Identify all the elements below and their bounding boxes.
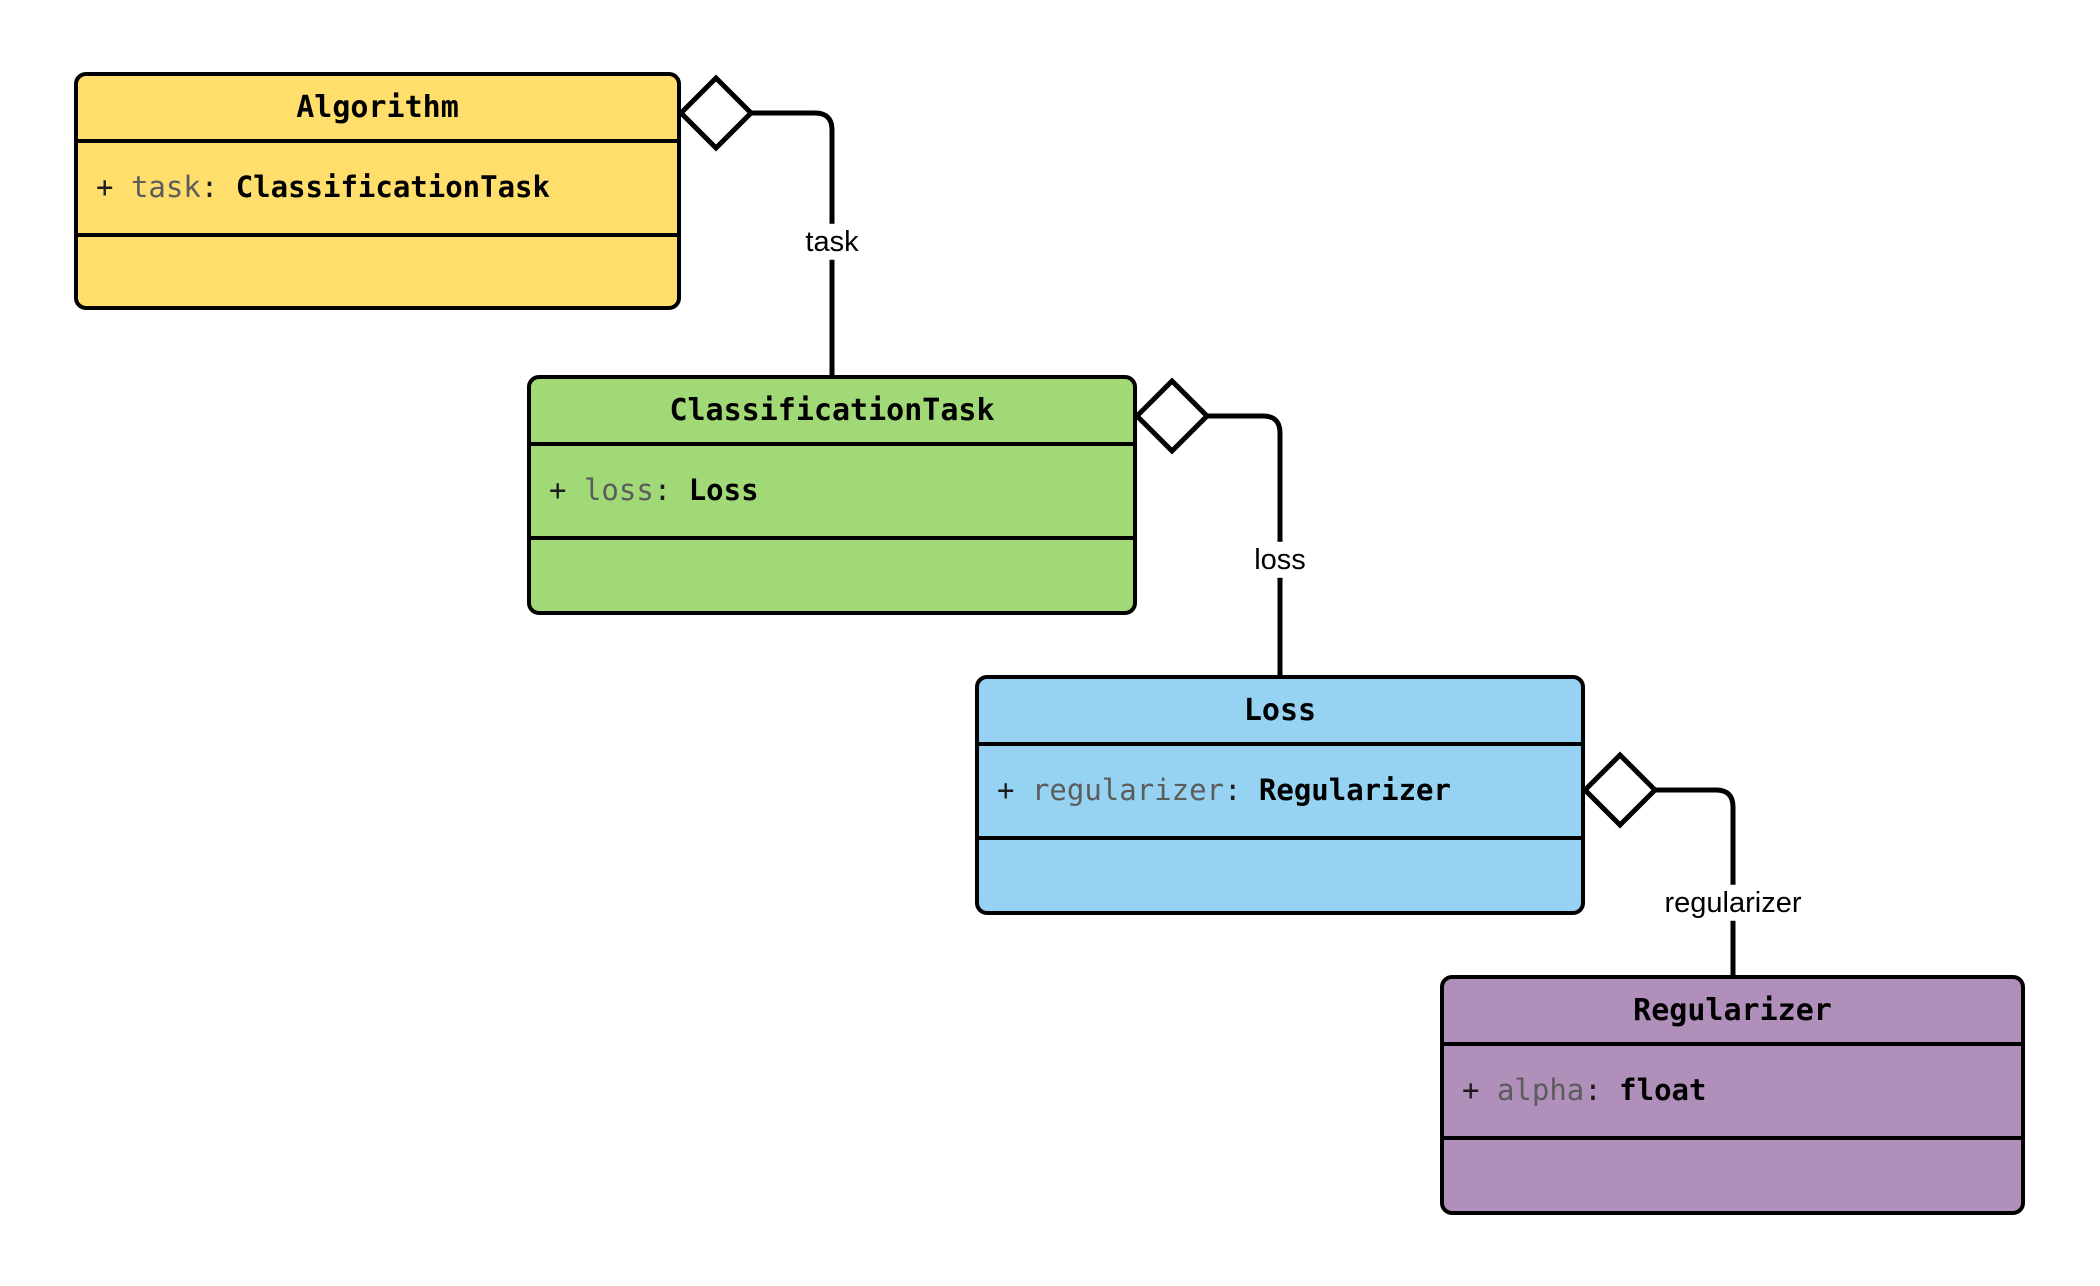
attribute-name: [1479, 1073, 1496, 1107]
attribute-row: + task: ClassificationTask: [96, 170, 677, 205]
attribute-name-text: alpha: [1496, 1073, 1585, 1108]
methods-compartment-loss: [979, 840, 1581, 911]
methods-compartment-algorithm: [78, 237, 677, 306]
attribute-type: ClassificationTask: [235, 170, 550, 205]
attributes-compartment-classification-task: + loss: Loss: [531, 446, 1133, 540]
attribute-name: [113, 170, 130, 204]
relationship-regularizer: [1581, 751, 1736, 975]
relationship-task-line: [716, 110, 835, 375]
edge-label-regularizer: regularizer: [1658, 884, 1808, 922]
attribute-row: + regularizer: Regularizer: [997, 773, 1581, 808]
aggregation-diamond-icon: [1581, 751, 1659, 829]
attribute-separator: :: [1224, 773, 1259, 808]
attribute-separator: :: [653, 473, 689, 508]
class-box-algorithm[interactable]: Algorithm + task: ClassificationTask: [74, 72, 681, 310]
class-name-classification-task: ClassificationTask: [531, 379, 1133, 446]
attribute-visibility: +: [549, 473, 567, 508]
methods-compartment-regularizer: [1444, 1140, 2021, 1211]
class-box-regularizer[interactable]: Regularizer + alpha: float: [1440, 975, 2025, 1215]
relationship-regularizer-line: [1620, 787, 1736, 975]
attributes-compartment-loss: + regularizer: Regularizer: [979, 746, 1581, 840]
attribute-name-text: regularizer: [1031, 773, 1224, 808]
relationship-loss-line: [1172, 413, 1283, 675]
relationship-loss: [1133, 377, 1283, 675]
attribute-name: [1014, 773, 1031, 807]
attribute-name: [566, 473, 583, 507]
aggregation-diamond-icon: [677, 74, 755, 152]
attribute-type: float: [1619, 1073, 1707, 1108]
edge-label-loss: loss: [1248, 541, 1312, 579]
attribute-separator: :: [200, 170, 236, 205]
attribute-row: + loss: Loss: [549, 473, 1133, 508]
class-name-regularizer: Regularizer: [1444, 979, 2021, 1046]
attribute-name-text: task: [130, 170, 201, 205]
attributes-compartment-algorithm: + task: ClassificationTask: [78, 143, 677, 237]
attribute-visibility: +: [1462, 1073, 1480, 1108]
attribute-separator: :: [1584, 1073, 1620, 1108]
attribute-row: + alpha: float: [1462, 1073, 2021, 1108]
attribute-name-text: loss: [583, 473, 654, 508]
attributes-compartment-regularizer: + alpha: float: [1444, 1046, 2021, 1140]
attribute-type: Loss: [688, 473, 759, 508]
attribute-visibility: +: [96, 170, 114, 205]
class-box-loss[interactable]: Loss + regularizer: Regularizer: [975, 675, 1585, 915]
edge-label-task: task: [799, 223, 865, 261]
attribute-type: Regularizer: [1258, 773, 1451, 808]
relationship-task: [677, 74, 835, 375]
attribute-visibility: +: [997, 773, 1015, 808]
class-box-classification-task[interactable]: ClassificationTask + loss: Loss: [527, 375, 1137, 615]
methods-compartment-classification-task: [531, 540, 1133, 611]
aggregation-diamond-icon: [1133, 377, 1211, 455]
class-name-loss: Loss: [979, 679, 1581, 746]
class-name-algorithm: Algorithm: [78, 76, 677, 143]
